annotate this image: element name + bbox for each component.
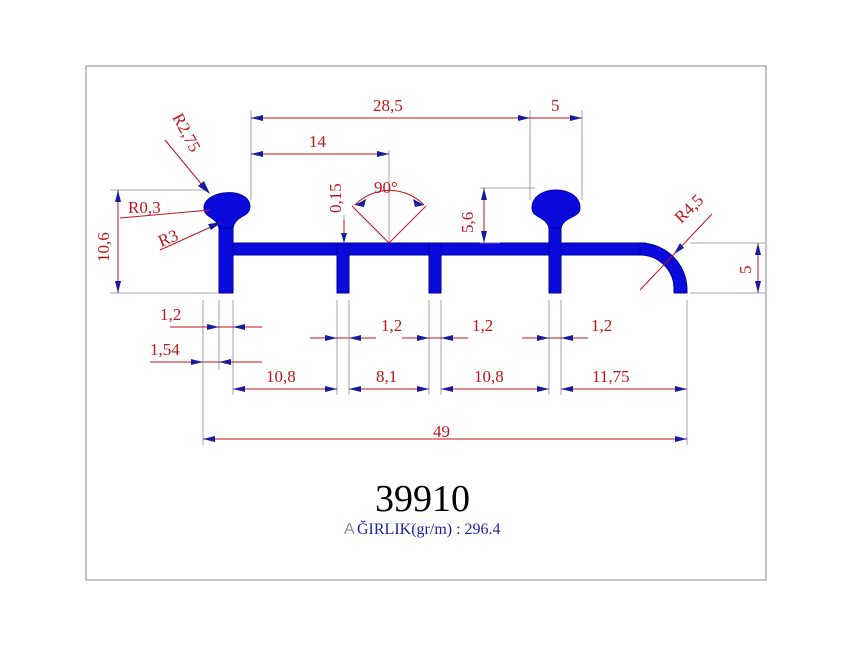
weight-label: ĞIRLIK(gr/m) : 296.4 — [357, 519, 501, 538]
drawing-frame — [85, 65, 767, 581]
dim-28-5: 28,5 — [373, 96, 403, 115]
dim-1-2-b: 1,2 — [472, 316, 493, 335]
part-code: 39910 — [375, 478, 470, 520]
profile-left-bulb — [203, 192, 251, 229]
dim-1-54: 1,54 — [150, 340, 180, 359]
dimension-labels: 28,5 5 14 R2,75 R0,3 R3 10,6 0,15 90° 5,… — [94, 96, 755, 441]
dim-1-2-left: 1,2 — [160, 305, 181, 324]
profile-leg-2 — [428, 242, 442, 294]
dim-1-2-c: 1,2 — [591, 316, 612, 335]
dim-10-8-a: 10,8 — [266, 367, 296, 386]
dimension-lines — [115, 115, 761, 442]
weight-prefix-glyph: A — [344, 521, 355, 538]
dim-49: 49 — [433, 422, 450, 441]
extension-lines — [110, 110, 765, 445]
dim-r3: R3 — [155, 226, 181, 251]
dim-5-right: 5 — [736, 266, 755, 275]
dim-8-1: 8,1 — [376, 367, 397, 386]
dim-r2-75: R2,75 — [168, 110, 204, 155]
dim-1-2-a: 1,2 — [381, 316, 402, 335]
dim-r0-3: R0,3 — [128, 198, 161, 217]
dim-10-8-b: 10,8 — [474, 367, 504, 386]
dim-0-15: 0,15 — [326, 183, 345, 213]
dim-11-75: 11,75 — [592, 367, 630, 386]
profile-right-corner — [639, 242, 688, 294]
dim-14: 14 — [309, 132, 327, 151]
profile-right-bulb — [531, 189, 581, 229]
dim-angle-90: 90° — [374, 178, 398, 197]
dim-5-6: 5,6 — [458, 212, 477, 233]
profile-leg-1 — [336, 242, 350, 294]
dim-10-6: 10,6 — [94, 232, 113, 262]
dim-5-top: 5 — [551, 96, 560, 115]
aluminium-profile — [203, 189, 688, 294]
dim-r4-5: R4,5 — [671, 191, 708, 227]
